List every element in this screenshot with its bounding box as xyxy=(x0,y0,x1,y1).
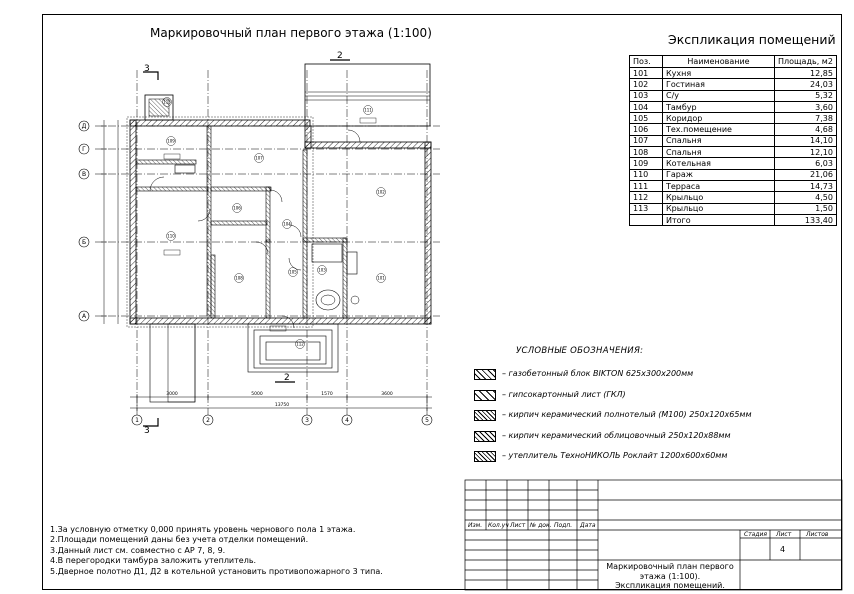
stamp-header-list: Лист xyxy=(510,522,526,529)
room-tag-105: 105 xyxy=(288,267,298,277)
dimension-label: 3600 xyxy=(381,391,393,397)
notes: 1.За условную отметку 0,000 принять уров… xyxy=(50,525,383,577)
axis-label: 1 xyxy=(135,417,139,424)
room-tag-107: 107 xyxy=(254,153,264,163)
axis-label: А xyxy=(82,313,87,320)
section-mark: 3 xyxy=(144,64,150,74)
room-tag-103: 103 xyxy=(317,265,327,275)
sheet-title: Маркировочный план первого этажа (1:100)… xyxy=(606,562,734,590)
stamp-header-doc: № док. xyxy=(530,522,552,529)
legend-swatch xyxy=(474,431,496,442)
svg-text:110: 110 xyxy=(167,234,175,239)
dimension-label: 3000 xyxy=(166,391,178,397)
note-line: 3.Данный лист см. совместно с АР 7, 8, 9… xyxy=(50,545,226,555)
svg-text:105: 105 xyxy=(289,270,297,275)
svg-text:109: 109 xyxy=(167,139,175,144)
note-line: 2.Площади помещений даны без учета отдел… xyxy=(50,535,309,545)
svg-text:111: 111 xyxy=(364,108,372,113)
svg-text:112: 112 xyxy=(296,342,304,347)
stamp-sheet-label: Лист xyxy=(776,531,792,538)
room-tag-108: 108 xyxy=(234,273,244,283)
drawing-frame xyxy=(42,14,842,590)
stamp-stage-label: Стадия xyxy=(744,531,768,538)
legend-swatch xyxy=(474,410,496,421)
room-tag-101: 101 xyxy=(376,273,386,283)
stamp-header-sign: Подп. xyxy=(554,522,573,529)
svg-text:103: 103 xyxy=(318,268,326,273)
svg-text:108: 108 xyxy=(235,276,243,281)
room-tag-112: 112 xyxy=(295,339,305,349)
svg-text:104: 104 xyxy=(283,222,291,227)
drawing-title: Маркировочный план первого этажа (1:100) xyxy=(150,26,432,40)
legend-swatch xyxy=(474,390,496,401)
legend-swatch xyxy=(474,451,496,462)
stamp-header-date: Дата xyxy=(580,522,596,529)
section-mark: 3 xyxy=(144,426,150,436)
axis-label: Д xyxy=(82,123,87,130)
room-tag-109: 109 xyxy=(166,136,176,146)
legend-swatch xyxy=(474,369,496,380)
section-mark: 2 xyxy=(284,373,290,383)
axis-label: В xyxy=(82,171,86,178)
svg-text:101: 101 xyxy=(377,276,385,281)
stamp-sheets-label: Листов xyxy=(806,531,829,538)
axis-label: 3 xyxy=(305,417,309,424)
svg-text:113: 113 xyxy=(163,100,171,105)
axis-label: Г xyxy=(82,146,86,153)
svg-text:107: 107 xyxy=(255,156,263,161)
room-tag-111: 111 xyxy=(363,105,373,115)
room-tag-110: 110 xyxy=(166,231,176,241)
axis-label: Б xyxy=(82,239,86,246)
note-line: 1.За условную отметку 0,000 принять уров… xyxy=(50,525,356,534)
note-line: 4.В перегородки тамбура заложить утеплит… xyxy=(50,556,257,566)
explication-title: Экспликация помещений xyxy=(668,32,836,47)
svg-text:106: 106 xyxy=(233,206,241,211)
svg-text:102: 102 xyxy=(377,190,385,195)
axis-label: 4 xyxy=(345,417,349,424)
dimension-total: 13750 xyxy=(275,402,289,408)
table-header-row: Поз. Наименование Площадь, м2 xyxy=(629,55,837,68)
note-line: 5.Дверное полотно Д1, Д2 в котельной уст… xyxy=(50,566,383,576)
axis-label: 5 xyxy=(425,417,429,424)
stamp-header-izm: Изм. xyxy=(468,522,483,529)
stamp-sheet-number: 4 xyxy=(780,545,786,554)
dimension-label: 5000 xyxy=(251,391,263,397)
section-mark: 2 xyxy=(337,51,343,61)
room-tag-102: 102 xyxy=(376,187,386,197)
legend-title: УСЛОВНЫЕ ОБОЗНАЧЕНИЯ: xyxy=(516,346,644,356)
stamp-header-kol: Кол.уч xyxy=(488,522,509,529)
room-tag-104: 104 xyxy=(282,219,292,229)
dimension-label: 1570 xyxy=(321,391,333,397)
axis-label: 2 xyxy=(206,417,210,424)
room-tag-113: 113 xyxy=(162,97,172,107)
room-tag-106: 106 xyxy=(232,203,242,213)
